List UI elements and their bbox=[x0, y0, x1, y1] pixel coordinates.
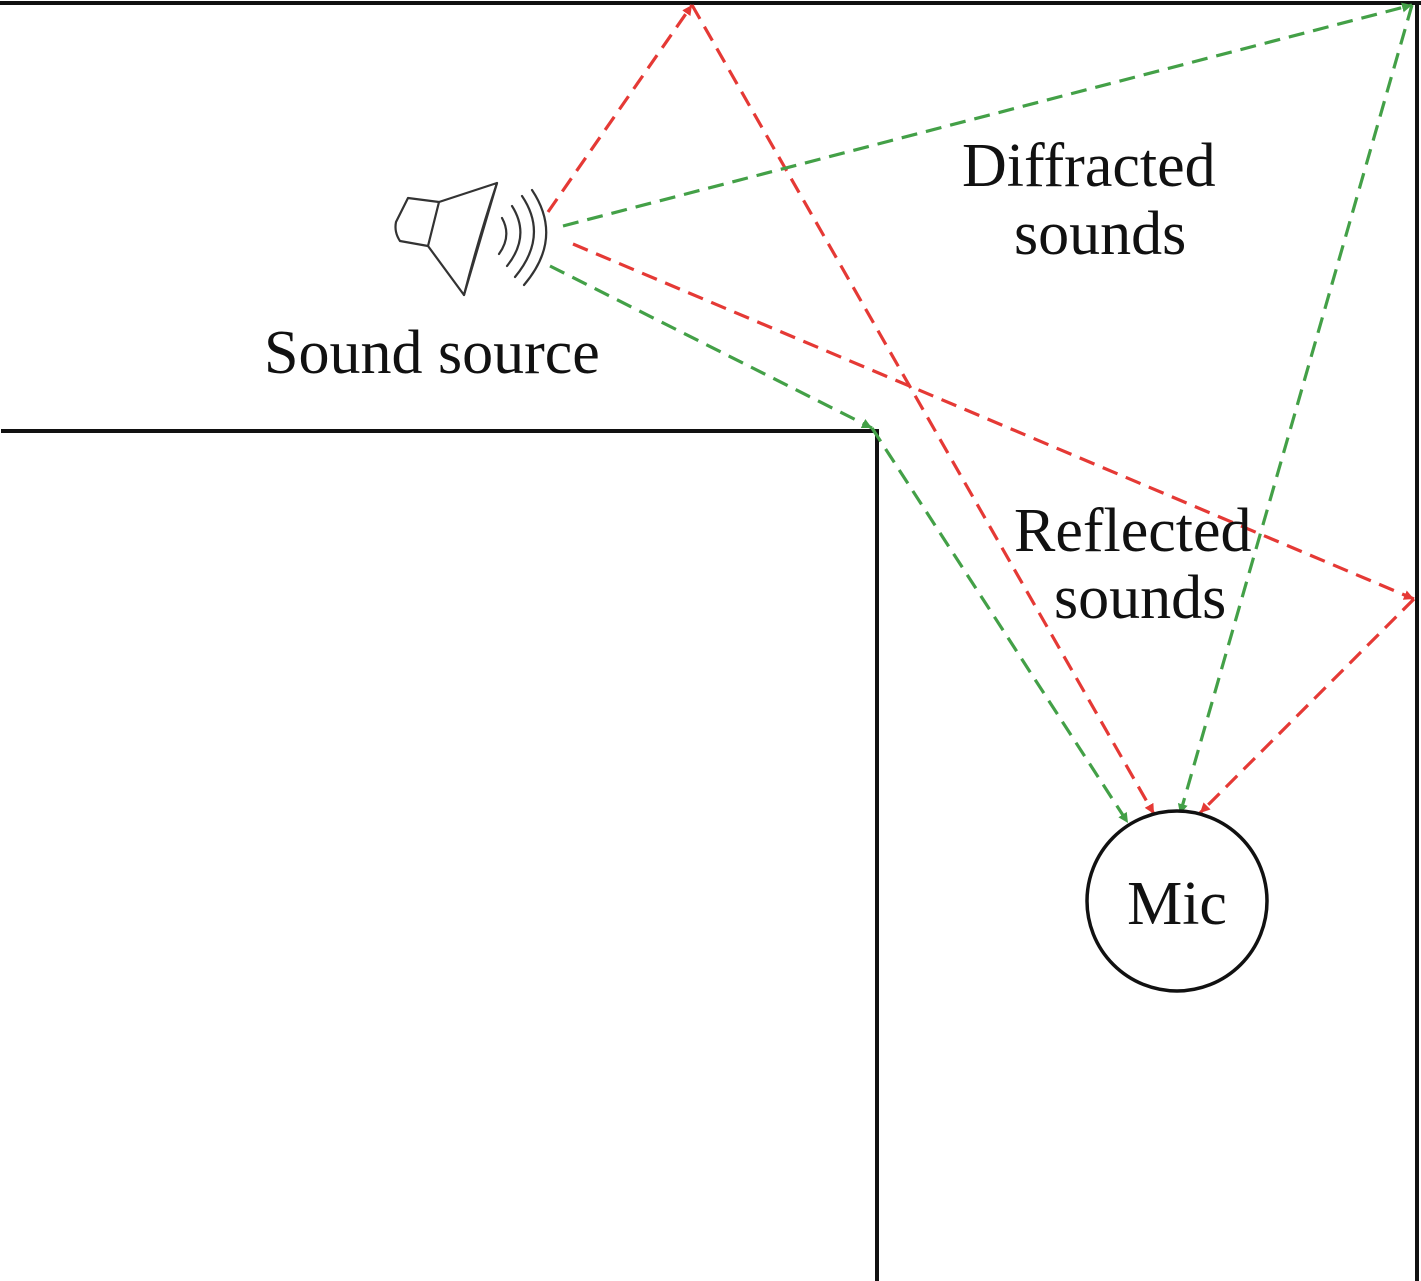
reflected-label-line1: Reflected bbox=[1014, 497, 1252, 565]
diffracted-label-line1: Diffracted bbox=[962, 132, 1216, 200]
mic-node: Mic bbox=[1085, 809, 1269, 993]
reflected-ray-right-wall-to-mic bbox=[1198, 597, 1416, 815]
reflected-rays bbox=[546, 4, 1416, 815]
mic-label: Mic bbox=[1127, 870, 1227, 938]
reflected-ray-top-wall-to-mic bbox=[690, 4, 1156, 815]
diffracted-ray-to-corner-top bbox=[562, 2, 1413, 228]
mic-circle bbox=[1085, 809, 1269, 993]
reflected-label-line2: sounds bbox=[1054, 564, 1226, 632]
diffracted-ray-corner-top-to-mic bbox=[1177, 4, 1414, 815]
speaker-icon bbox=[394, 181, 548, 297]
reflected-ray-to-top-wall bbox=[546, 4, 694, 213]
diffracted-rays bbox=[549, 2, 1414, 824]
diffracted-label-line2: sounds bbox=[1014, 200, 1186, 268]
diffracted-ray-to-inner-corner bbox=[549, 264, 873, 430]
source-label: Sound source bbox=[264, 319, 600, 387]
diffracted-ray-inner-corner-to-mic bbox=[870, 427, 1130, 824]
reflected-ray-to-right-wall bbox=[572, 242, 1415, 601]
